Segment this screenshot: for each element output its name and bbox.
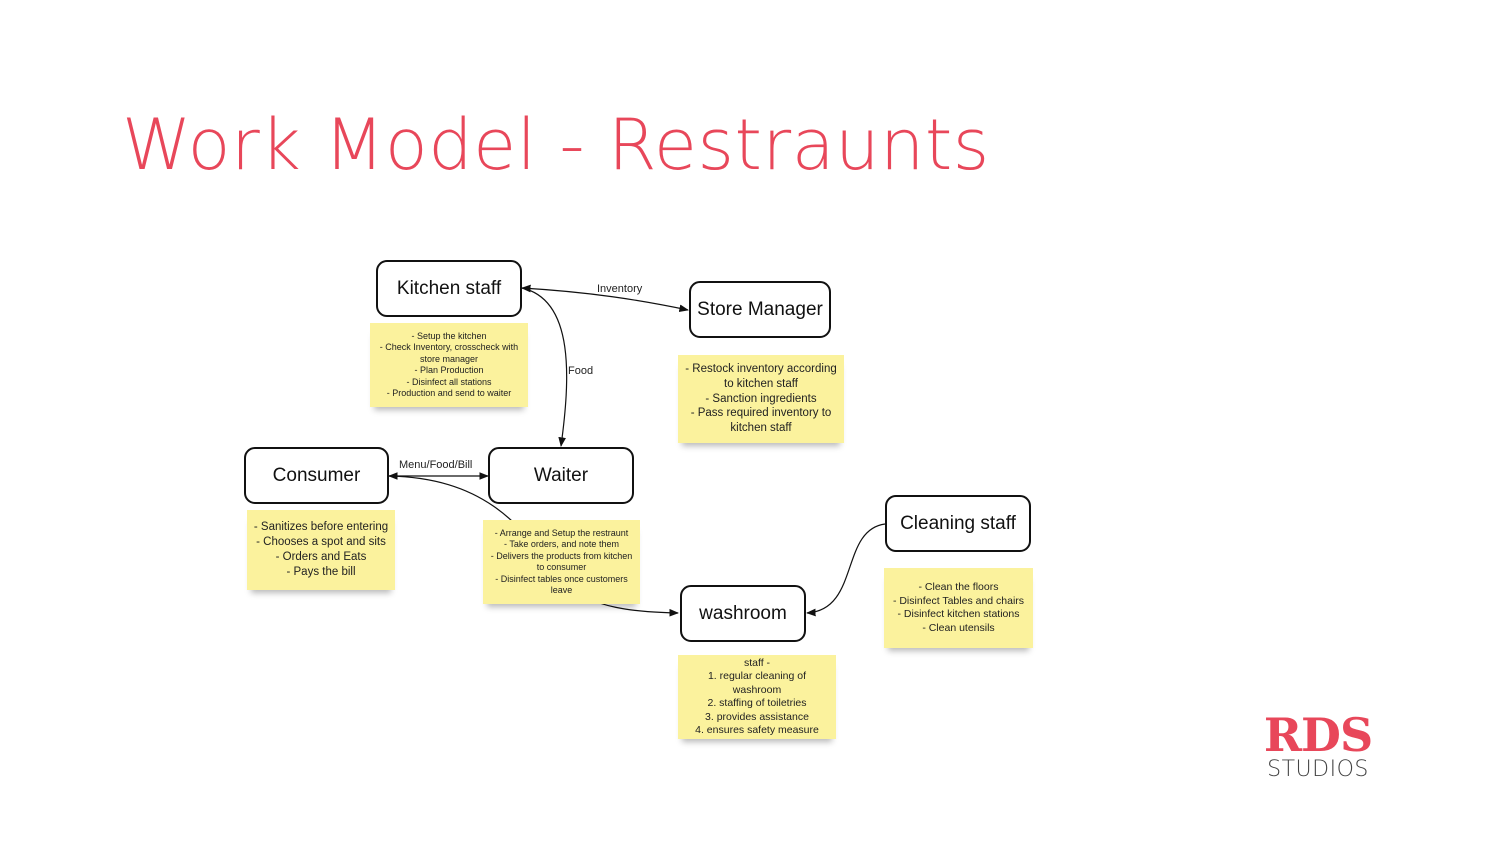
note-line: - Orders and Eats (275, 551, 367, 563)
note-line: - Chooses a spot and sits (256, 536, 386, 549)
note-line: - Disinfect all stations (406, 376, 492, 387)
note-line: - Disinfect kitchen stations (897, 608, 1020, 620)
node-washroom[interactable]: washroom (680, 585, 806, 642)
sticky-note-washroom: staff - 1. regular cleaning of washroom … (678, 655, 836, 739)
note-line: - Clean utensils (922, 621, 995, 634)
note-line: - Check Inventory, crosscheck with (379, 342, 519, 352)
edge-label-menu: Menu/Food/Bill (399, 459, 473, 471)
note-line: - Clean the floors (918, 581, 999, 593)
node-kitchen-staff[interactable]: Kitchen staff (376, 260, 522, 317)
note-line: 3. provides assistance (705, 710, 809, 723)
note-line: - Setup the kitchen (411, 330, 487, 341)
note-line: 1. regular cleaning of washroom (707, 670, 807, 696)
sticky-note-cleaning-staff: - Clean the floors - Disinfect Tables an… (884, 568, 1033, 648)
edge-label-food: Food (568, 365, 594, 377)
note-line: - Pass required inventory to (690, 407, 832, 420)
edge-food (521, 287, 568, 447)
sticky-note-waiter: - Arrange and Setup the restraunt - Take… (483, 520, 640, 604)
edge-cleaning-washroom (806, 523, 886, 617)
page-title: Work Model - Restraunts (122, 104, 990, 186)
node-waiter[interactable]: Waiter (488, 447, 634, 504)
rds-studios-logo: RDS STUDIOS (1262, 712, 1374, 782)
note-line: - Disinfect Tables and chairs (892, 594, 1025, 607)
note-line: - Plan Production (414, 365, 484, 375)
note-line: - Restock inventory according (685, 363, 837, 375)
note-line: - Production and send to waiter (386, 388, 512, 398)
note-line: to consumer (536, 562, 587, 572)
note-line: - Disinfect tables once customers (495, 573, 628, 584)
note-line: kitchen staff (730, 422, 792, 435)
note-line: - Arrange and Setup the restraunt (494, 527, 629, 538)
note-line: store manager (419, 353, 479, 364)
note-line: leave (550, 585, 573, 595)
note-line: - Take orders, and note them (504, 539, 619, 549)
note-line: - Delivers the products from kitchen (490, 550, 633, 561)
edge-inventory (521, 284, 689, 312)
sticky-note-consumer: - Sanitizes before entering - Chooses a … (247, 510, 395, 590)
note-line: 4. ensures safety measure (695, 724, 819, 736)
logo-brand: RDS (1263, 708, 1373, 762)
node-consumer[interactable]: Consumer (244, 447, 389, 504)
note-line: 2. staffing of toiletries (707, 697, 807, 709)
note-line: staff - (743, 656, 771, 669)
note-line: - Pays the bill (286, 565, 356, 578)
node-store-manager[interactable]: Store Manager (689, 281, 831, 338)
logo-subtitle: STUDIOS (1267, 757, 1369, 782)
note-line: - Sanction ingredients (705, 392, 817, 405)
node-cleaning-staff[interactable]: Cleaning staff (885, 495, 1031, 552)
note-line: to kitchen staff (724, 377, 798, 390)
note-line: - Sanitizes before entering (253, 521, 389, 534)
sticky-note-store-manager: - Restock inventory according to kitchen… (678, 355, 844, 443)
sticky-note-kitchen: - Setup the kitchen - Check Inventory, c… (370, 323, 528, 407)
edge-label-inventory: Inventory (597, 283, 643, 295)
